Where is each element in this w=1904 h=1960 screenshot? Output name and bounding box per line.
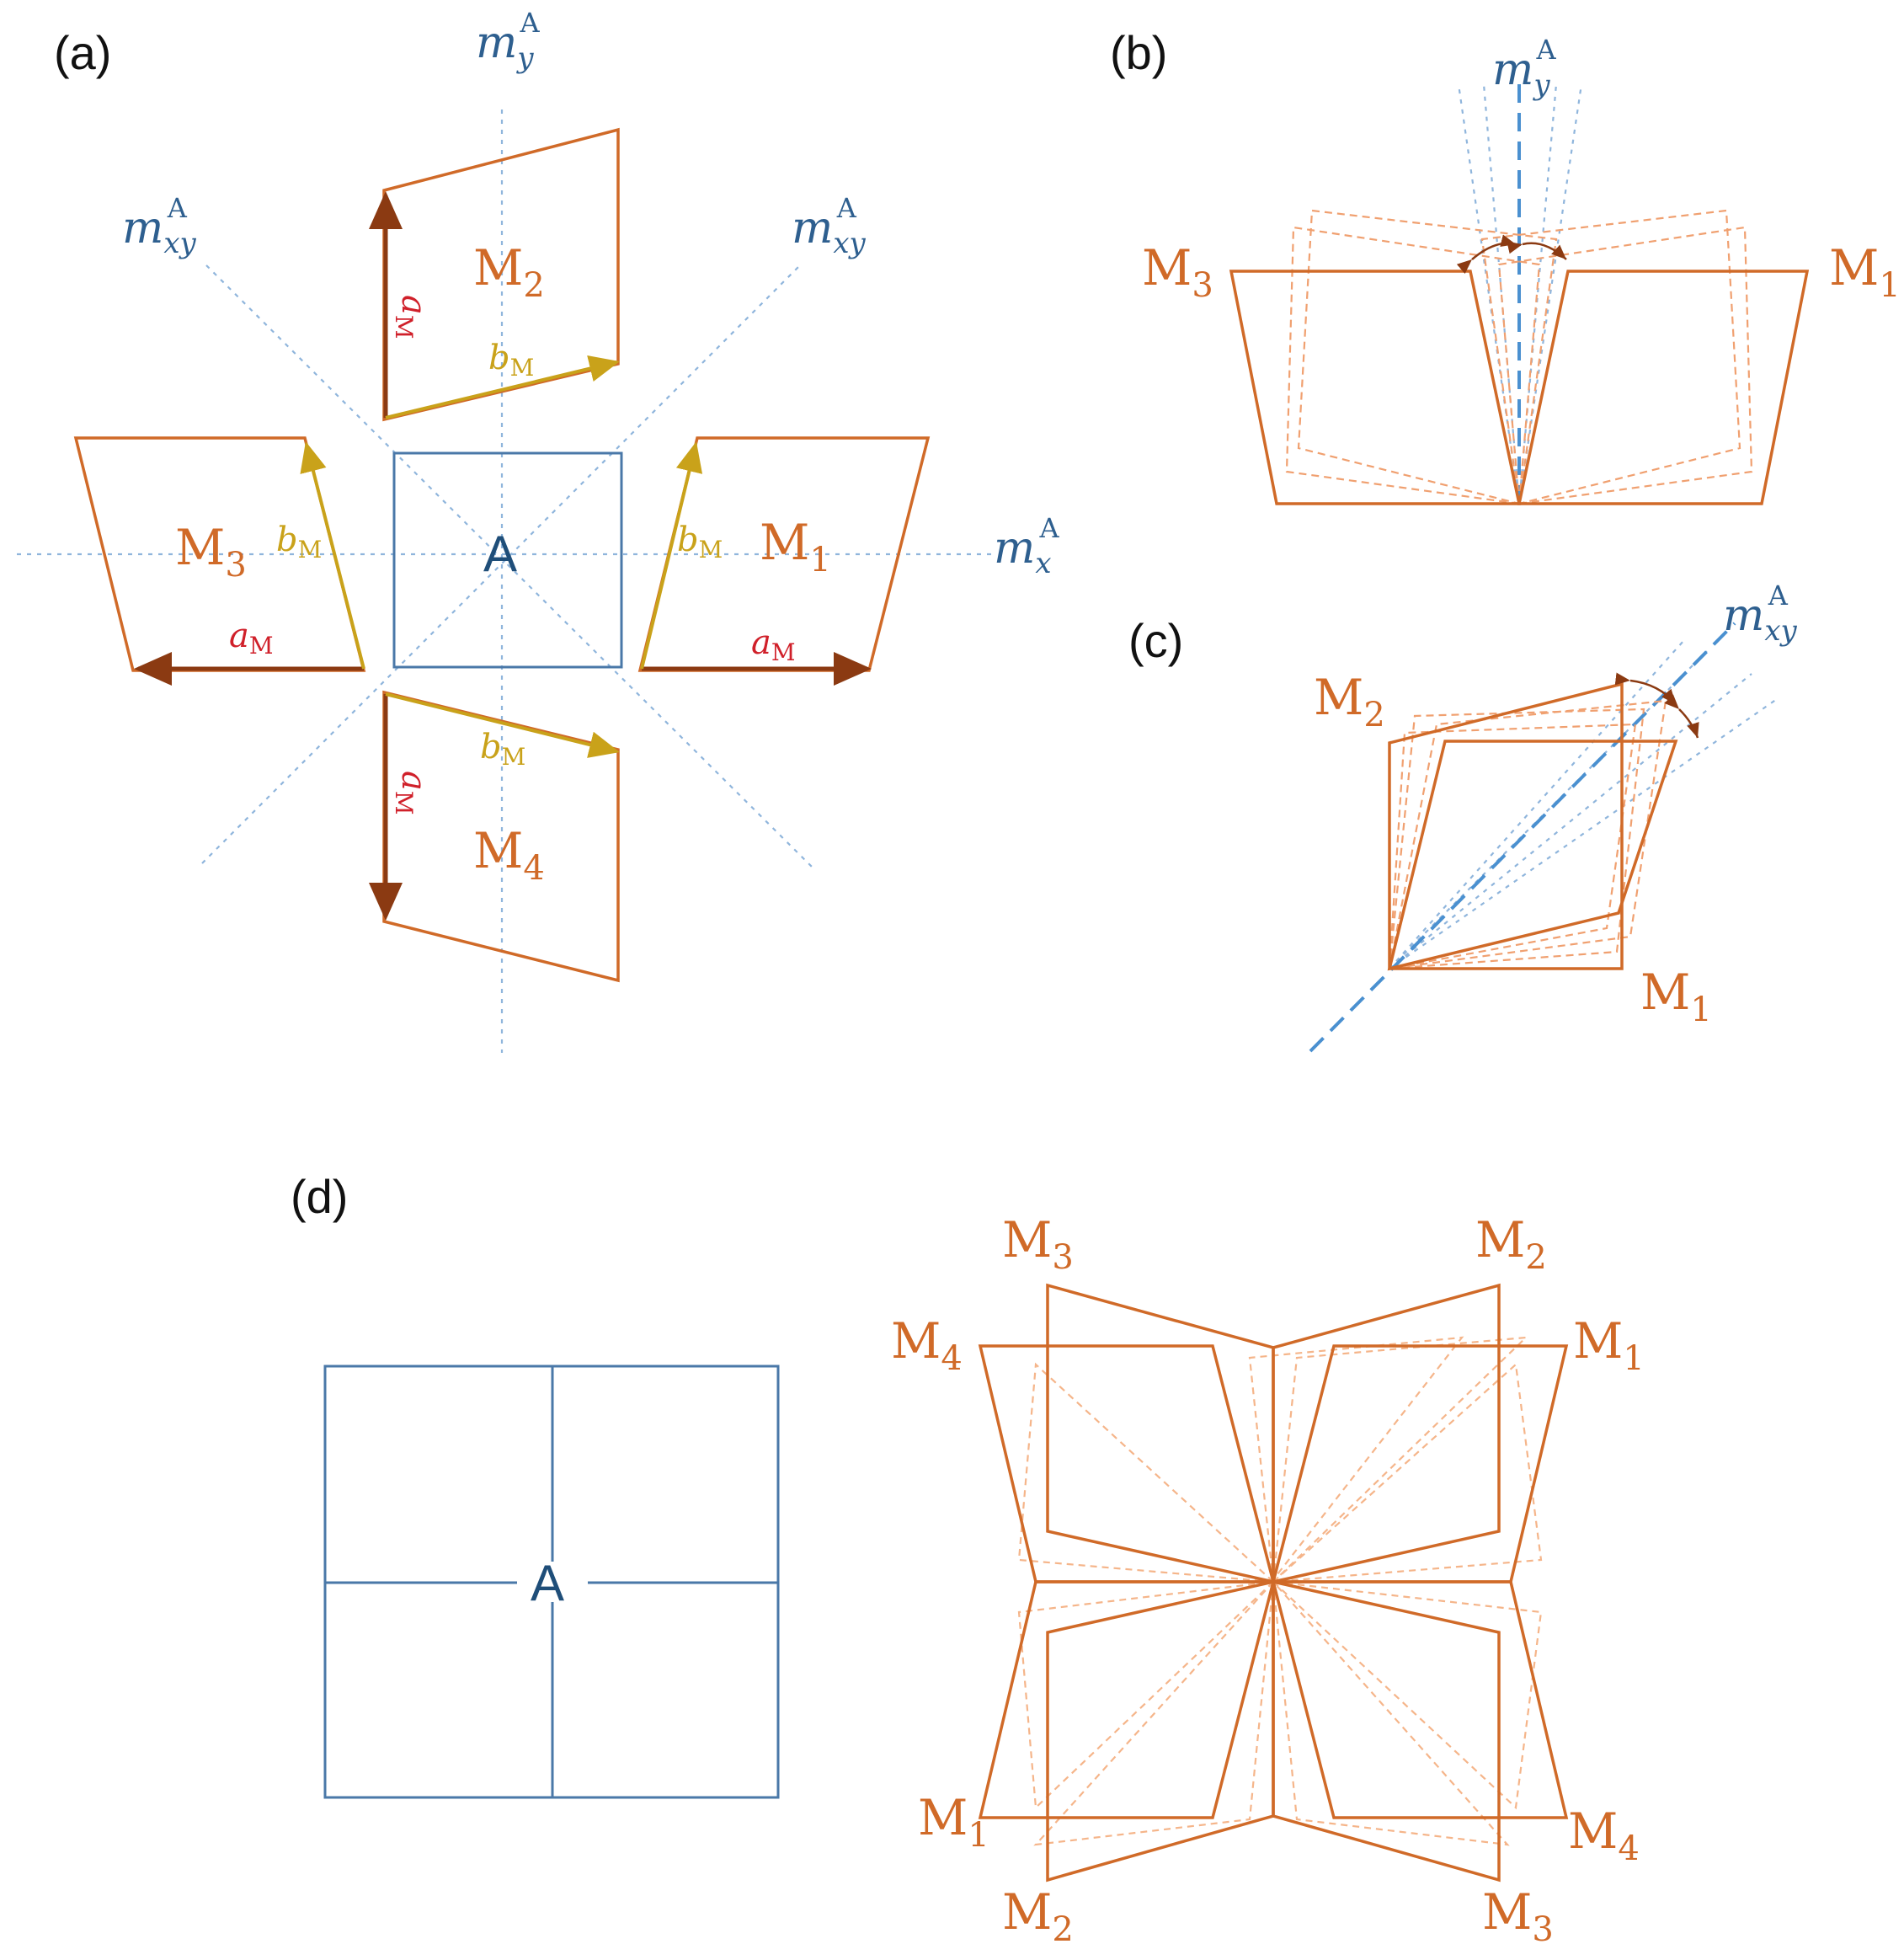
panel-c-label: (c) bbox=[1128, 614, 1183, 667]
variant-m1-label: M1 bbox=[760, 514, 831, 579]
variant-m1-cell-d-bottom bbox=[978, 1580, 1276, 1819]
variant-m3-label-b: M3 bbox=[1142, 239, 1213, 305]
variant-m2-cell-d-bottom bbox=[1046, 1579, 1275, 1883]
angle-arc-b-right bbox=[1507, 241, 1567, 260]
variant-m4-label: M4 bbox=[473, 822, 545, 888]
ghost-cell-b-1 bbox=[1497, 226, 1753, 505]
vector-a-label-m3: aM bbox=[229, 617, 274, 660]
ghost-cell-c-3 bbox=[1388, 723, 1637, 970]
mirror-label-mxy-left: mxyA bbox=[122, 192, 196, 260]
vector-b-label-m2: bM bbox=[488, 339, 534, 382]
ghost-cell-d-8 bbox=[1033, 1578, 1275, 1846]
variant-m1-cell-c bbox=[1387, 740, 1678, 971]
mirror-b-thin-3 bbox=[1517, 83, 1558, 505]
panel-d: (d) A M3 M2 M4 M1 M1 M4 bbox=[291, 1170, 1645, 1949]
panel-a-label: (a) bbox=[54, 26, 111, 79]
variant-m1-label-b: M1 bbox=[1829, 239, 1901, 305]
mirror-label-my-b: myA bbox=[1492, 34, 1557, 102]
variant-m3-label: M3 bbox=[175, 519, 247, 585]
variant-m3-label-d-bottom: M3 bbox=[1482, 1883, 1554, 1949]
ghost-cell-b-4 bbox=[1297, 209, 1558, 505]
ghost-cell-b-2 bbox=[1480, 209, 1741, 505]
mirror-label-mx: mxA bbox=[994, 512, 1060, 580]
mirror-c-thin-1 bbox=[1389, 639, 1685, 969]
panel-b-label: (b) bbox=[1110, 26, 1167, 79]
austenite-label-d: A bbox=[531, 1555, 564, 1611]
mirror-label-mxy-right: mxyA bbox=[792, 192, 866, 260]
variant-m1-label-c: M1 bbox=[1640, 964, 1712, 1029]
panel-c: (c) mxyA M2 M1 bbox=[1128, 579, 1797, 1053]
variant-m4-cell-d-bottom bbox=[1271, 1580, 1569, 1819]
angle-arc-c-2 bbox=[1664, 694, 1699, 739]
variant-m1-label-d-top: M1 bbox=[1573, 1312, 1645, 1378]
mirror-label-mxy-c: mxyA bbox=[1723, 579, 1797, 648]
ghost-cell-d-2 bbox=[1272, 1336, 1528, 1584]
variant-m2-label: M2 bbox=[473, 239, 545, 305]
variant-m3-cell-d-bottom bbox=[1272, 1579, 1501, 1883]
vector-b-m4 bbox=[385, 692, 620, 758]
mirror-c-thin-4 bbox=[1389, 698, 1778, 969]
variant-m1-label-d-bottom: M1 bbox=[918, 1789, 989, 1855]
austenite-cell bbox=[392, 451, 623, 669]
variant-m3-cell-d-top bbox=[1046, 1283, 1275, 1584]
vector-b-label-m4: bM bbox=[480, 728, 525, 771]
vector-a-label-m4: aM bbox=[390, 771, 433, 815]
ghost-cell-c-2 bbox=[1388, 708, 1645, 970]
austenite-label: A bbox=[483, 526, 517, 582]
variant-m3-cell-b bbox=[1229, 270, 1522, 505]
panel-d-label: (d) bbox=[291, 1170, 348, 1223]
vector-b-m2 bbox=[385, 355, 620, 419]
ghost-cell-d-7 bbox=[1272, 1578, 1510, 1846]
vector-b-label-m1: bM bbox=[677, 521, 723, 563]
vector-b-label-m3: bM bbox=[276, 521, 322, 563]
variant-m2-label-d-bottom: M2 bbox=[1002, 1883, 1074, 1949]
ghost-cell-d-3 bbox=[1270, 1362, 1543, 1583]
variant-m3-label-d-top: M3 bbox=[1002, 1211, 1074, 1277]
variant-m2-label-c: M2 bbox=[1314, 669, 1385, 734]
ghost-cell-d-4 bbox=[1017, 1362, 1277, 1583]
panel-b: (b) myA M3 M1 bbox=[1110, 26, 1901, 505]
angle-arc-b-left bbox=[1456, 234, 1517, 275]
ghost-cell-c-1 bbox=[1388, 699, 1667, 970]
vector-b-m3 bbox=[300, 441, 365, 670]
variant-m4-label-d-bottom: M4 bbox=[1568, 1802, 1640, 1868]
vector-b-m1 bbox=[640, 441, 703, 670]
variant-m2-label-d-top: M2 bbox=[1475, 1211, 1547, 1277]
vector-a-label-m1: aM bbox=[751, 623, 796, 666]
mirror-b-thin-2 bbox=[1482, 83, 1521, 505]
variant-m4-label-d-top: M4 bbox=[891, 1312, 963, 1378]
vector-a-label-m2: aM bbox=[390, 295, 433, 339]
panel-a: (a) myA mxyA mxyA mxA A M2 aM bM M4 aM b… bbox=[17, 7, 1060, 1053]
ghost-cell-d-6 bbox=[1270, 1580, 1543, 1810]
variant-m4-cell-d-top bbox=[978, 1344, 1276, 1583]
mirror-label-my: myA bbox=[476, 7, 541, 75]
ghost-cell-d-5 bbox=[1017, 1580, 1277, 1810]
variant-m2-cell-d-top bbox=[1272, 1283, 1501, 1584]
variant-m1-cell-d-top bbox=[1271, 1344, 1569, 1583]
mirror-line-xy-2 bbox=[205, 264, 813, 868]
angle-arc-c-1 bbox=[1614, 672, 1677, 705]
variant-m1-cell-b bbox=[1517, 270, 1810, 505]
ghost-cell-b-3 bbox=[1285, 226, 1541, 505]
mirror-c-thin-3 bbox=[1389, 673, 1752, 969]
